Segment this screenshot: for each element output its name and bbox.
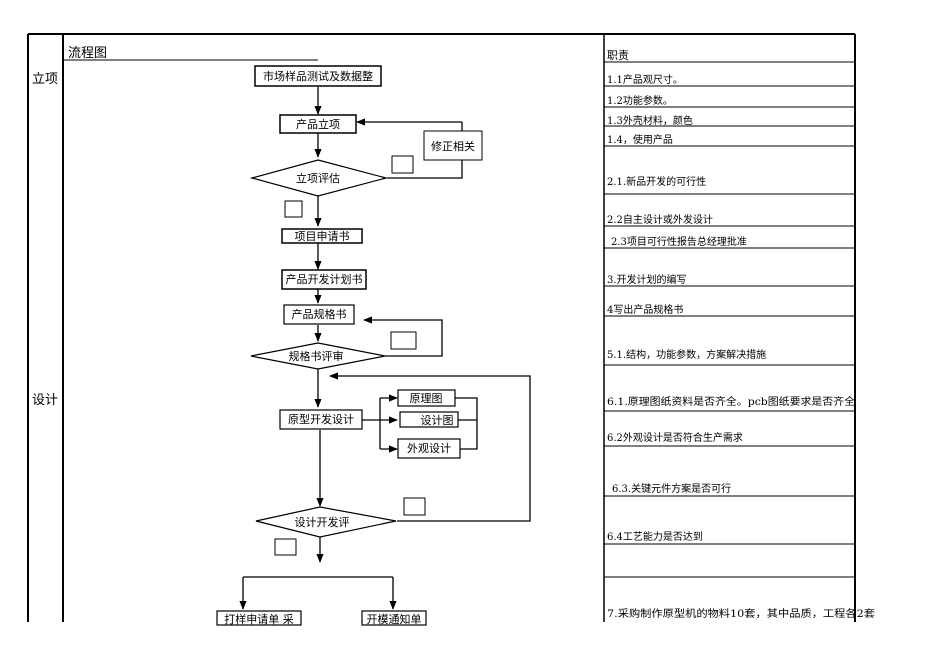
node-dev-plan: 产品开发计划书 xyxy=(281,269,367,290)
node-mold-notice: 开模通知单 xyxy=(361,610,427,626)
empty-box xyxy=(391,155,414,174)
node-project-request: 项目申请书 xyxy=(281,228,363,244)
table-frame xyxy=(27,33,856,622)
node-product-init: 产品立项 xyxy=(279,114,357,134)
empty-box xyxy=(390,331,417,350)
svg-text:原理图: 原理图 xyxy=(410,392,443,405)
phase-sheji: 设计 xyxy=(32,393,58,408)
node-market-test: 市场样品测试及数据整 xyxy=(254,65,382,87)
svg-text:规格书评审: 规格书评审 xyxy=(289,349,344,363)
svg-text:外观设计: 外观设计 xyxy=(407,442,451,455)
duty-text: 6.4工艺能力是否达到 xyxy=(607,530,703,543)
duty-text: 1.2功能参数。 xyxy=(607,94,673,107)
svg-text:原型开发设计: 原型开发设计 xyxy=(288,412,354,426)
svg-text:打样申请单 采: 打样申请单 采 xyxy=(224,612,294,626)
duty-text: 6.3.关键元件方案是否可行 xyxy=(612,482,731,495)
duty-text: 1.4，使用产品 xyxy=(607,133,673,146)
empty-markers xyxy=(274,155,426,556)
duty-text: 6.2外观设计是否符合生产需求 xyxy=(607,431,743,444)
duty-row-lines xyxy=(604,61,855,578)
empty-box xyxy=(284,200,303,218)
svg-text:项目申请书: 项目申请书 xyxy=(295,230,350,243)
duty-text: 5.1.结构，功能参数，方案解决措施 xyxy=(607,348,766,361)
phase-lixiang: 立项 xyxy=(32,72,58,87)
node-design-drawing: 设计图 xyxy=(399,411,459,428)
svg-text:市场样品测试及数据整: 市场样品测试及数据整 xyxy=(263,69,373,83)
svg-text:产品开发计划书: 产品开发计划书 xyxy=(286,272,363,286)
node-spec-review: 规格书评审 xyxy=(250,342,386,370)
svg-text:开模通知单: 开模通知单 xyxy=(367,612,422,626)
duty-text: 2.1.新品开发的可行性 xyxy=(607,175,706,188)
duty-text: 3.开发计划的编写 xyxy=(607,273,687,286)
duty-text: 7.采购制作原型机的物料10套，其中品质，工程各2套 xyxy=(607,607,875,620)
flow-connectors xyxy=(239,87,531,610)
duty-text: 2.2自主设计或外发设计 xyxy=(607,213,713,226)
duty-text: 1.3外壳材料，颜色 xyxy=(607,114,693,127)
duty-header: 职责 xyxy=(607,49,629,62)
duty-text: 6.1.原理图纸资料是否齐全。pcb图纸要求是否齐全 xyxy=(607,395,855,408)
node-sample-request: 打样申请单 采 xyxy=(216,610,302,626)
node-spec: 产品规格书 xyxy=(283,304,355,325)
duty-text: 2.3项目可行性报告总经理批准 xyxy=(611,235,747,248)
svg-text:产品立项: 产品立项 xyxy=(296,117,340,131)
svg-text:设计开发评: 设计开发评 xyxy=(295,515,350,529)
duty-text: 1.1产品观尺寸。 xyxy=(607,73,683,86)
node-schematic: 原理图 xyxy=(397,389,456,407)
node-init-review: 立项评估 xyxy=(249,159,389,197)
duty-text: 4写出产品规格书 xyxy=(607,303,683,316)
node-appearance: 外观设计 xyxy=(397,438,461,459)
svg-text:立项评估: 立项评估 xyxy=(296,171,340,185)
svg-text:设计图: 设计图 xyxy=(421,414,454,427)
node-revise: 修正相关 xyxy=(423,130,483,161)
node-design-review: 设计开发评 xyxy=(255,506,397,538)
empty-box xyxy=(403,497,426,516)
duty-column: 1.1产品观尺寸。 1.2功能参数。 1.3外壳材料，颜色 1.4，使用产品 2… xyxy=(607,73,875,620)
node-prototype: 原型开发设计 xyxy=(279,409,363,430)
flow-header: 流程图 xyxy=(68,46,107,61)
svg-text:产品规格书: 产品规格书 xyxy=(292,307,347,321)
empty-box xyxy=(274,538,297,556)
svg-text:修正相关: 修正相关 xyxy=(431,139,475,153)
